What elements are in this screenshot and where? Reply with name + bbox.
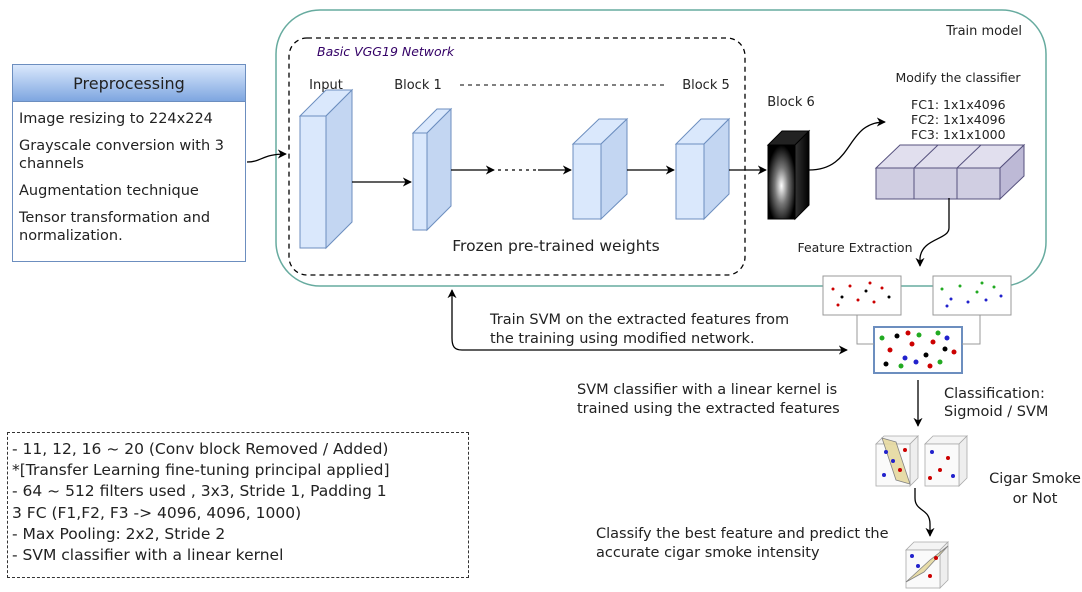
feature-connector-right xyxy=(962,315,981,345)
svm-plane-cube-1 xyxy=(875,435,919,487)
preprocessing-step-grayscale: Grayscale conversion with 3 channels xyxy=(19,138,224,172)
feature-dots-combined xyxy=(879,330,957,369)
fc1-label: FC1: 1x1x4096 xyxy=(911,97,1006,112)
notes-panel: - 11, 12, 16 ~ 20 (Conv block Removed / … xyxy=(7,432,469,578)
fc2-box xyxy=(913,167,958,200)
classify-best-line1: Classify the best feature and predict th… xyxy=(596,526,889,542)
input-label: Input xyxy=(309,78,343,93)
note-line: 3 FC (F1,F2, F3 -> 4096, 4096, 1000) xyxy=(12,503,302,522)
preprocessing-step-tensor: Tensor transformation and normalization. xyxy=(19,210,211,244)
svm-final-cube xyxy=(905,541,949,589)
preprocessing-title: Preprocessing xyxy=(13,65,245,102)
classification-line2: Sigmoid / SVM xyxy=(944,404,1048,420)
feature-map-red xyxy=(822,275,902,316)
fc1-box xyxy=(875,167,915,200)
arrow-train-svm xyxy=(447,289,848,355)
note-line: - 11, 12, 16 ~ 20 (Conv block Removed / … xyxy=(12,440,389,458)
train-model-label: Train model xyxy=(945,24,1022,39)
arrow-feature-extraction xyxy=(915,198,950,267)
note-line: - Max Pooling: 2x2, Stride 2 xyxy=(12,524,226,543)
train-svm-line2: the training using modified network. xyxy=(490,331,755,347)
preprocessing-step-resize: Image resizing to 224x224 xyxy=(19,111,213,127)
feature-dots-green xyxy=(940,281,1003,308)
block6-cube xyxy=(766,129,811,221)
note-line: - SVM classifier with a linear kernel xyxy=(12,546,284,565)
block6-label: Block 6 xyxy=(767,95,815,110)
arrow-preprocessing-input xyxy=(246,149,287,163)
block1-cube xyxy=(411,107,453,232)
fc2-label: FC2: 1x1x4096 xyxy=(911,112,1006,127)
preprocessing-panel: Preprocessing Image resizing to 224x224 … xyxy=(12,64,246,262)
train-model-container xyxy=(275,9,1047,287)
vgg-network-box xyxy=(288,37,746,276)
note-line: - 64 ~ 512 filters used , 3x3, Stride 1,… xyxy=(12,482,387,501)
preprocessing-step-augmentation: Augmentation technique xyxy=(19,183,199,199)
svm-trained-line1: SVM classifier with a linear kernel is xyxy=(577,382,837,398)
classify-best-line2: accurate cigar smoke intensity xyxy=(596,545,820,561)
cigar-line2: or Not xyxy=(1013,491,1058,507)
fc-layers xyxy=(874,143,1026,201)
fc3-box xyxy=(956,167,1001,200)
feature-map-green xyxy=(932,275,1012,316)
classification-line1: Classification: xyxy=(944,386,1045,402)
feature-extraction-label: Feature Extraction xyxy=(797,240,912,255)
svm-plane-cube-2 xyxy=(924,435,968,487)
block4-cube xyxy=(571,117,629,221)
arrow-block6-classifier xyxy=(808,117,886,171)
frozen-weights-label: Frozen pre-trained weights xyxy=(452,237,659,255)
block5-label: Block 5 xyxy=(682,78,730,93)
block1-label: Block 1 xyxy=(394,78,442,93)
feature-connector-left xyxy=(856,315,874,345)
classifier-title: Modify the classifier xyxy=(895,70,1021,85)
cigar-line1: Cigar Smoke xyxy=(989,471,1081,487)
svm-trained-line2: trained using the extracted features xyxy=(577,401,840,417)
block5-cube xyxy=(674,117,731,221)
arrow-final xyxy=(914,488,935,537)
note-line: *[Transfer Learning fine-tuning principa… xyxy=(12,461,390,480)
vgg-title: Basic VGG19 Network xyxy=(317,44,455,59)
preprocessing-steps: Image resizing to 224x224 Grayscale conv… xyxy=(13,102,245,245)
train-svm-line1: Train SVM on the extracted features from xyxy=(489,312,789,328)
fc3-label: FC3: 1x1x1000 xyxy=(911,127,1006,142)
input-block xyxy=(298,88,354,250)
